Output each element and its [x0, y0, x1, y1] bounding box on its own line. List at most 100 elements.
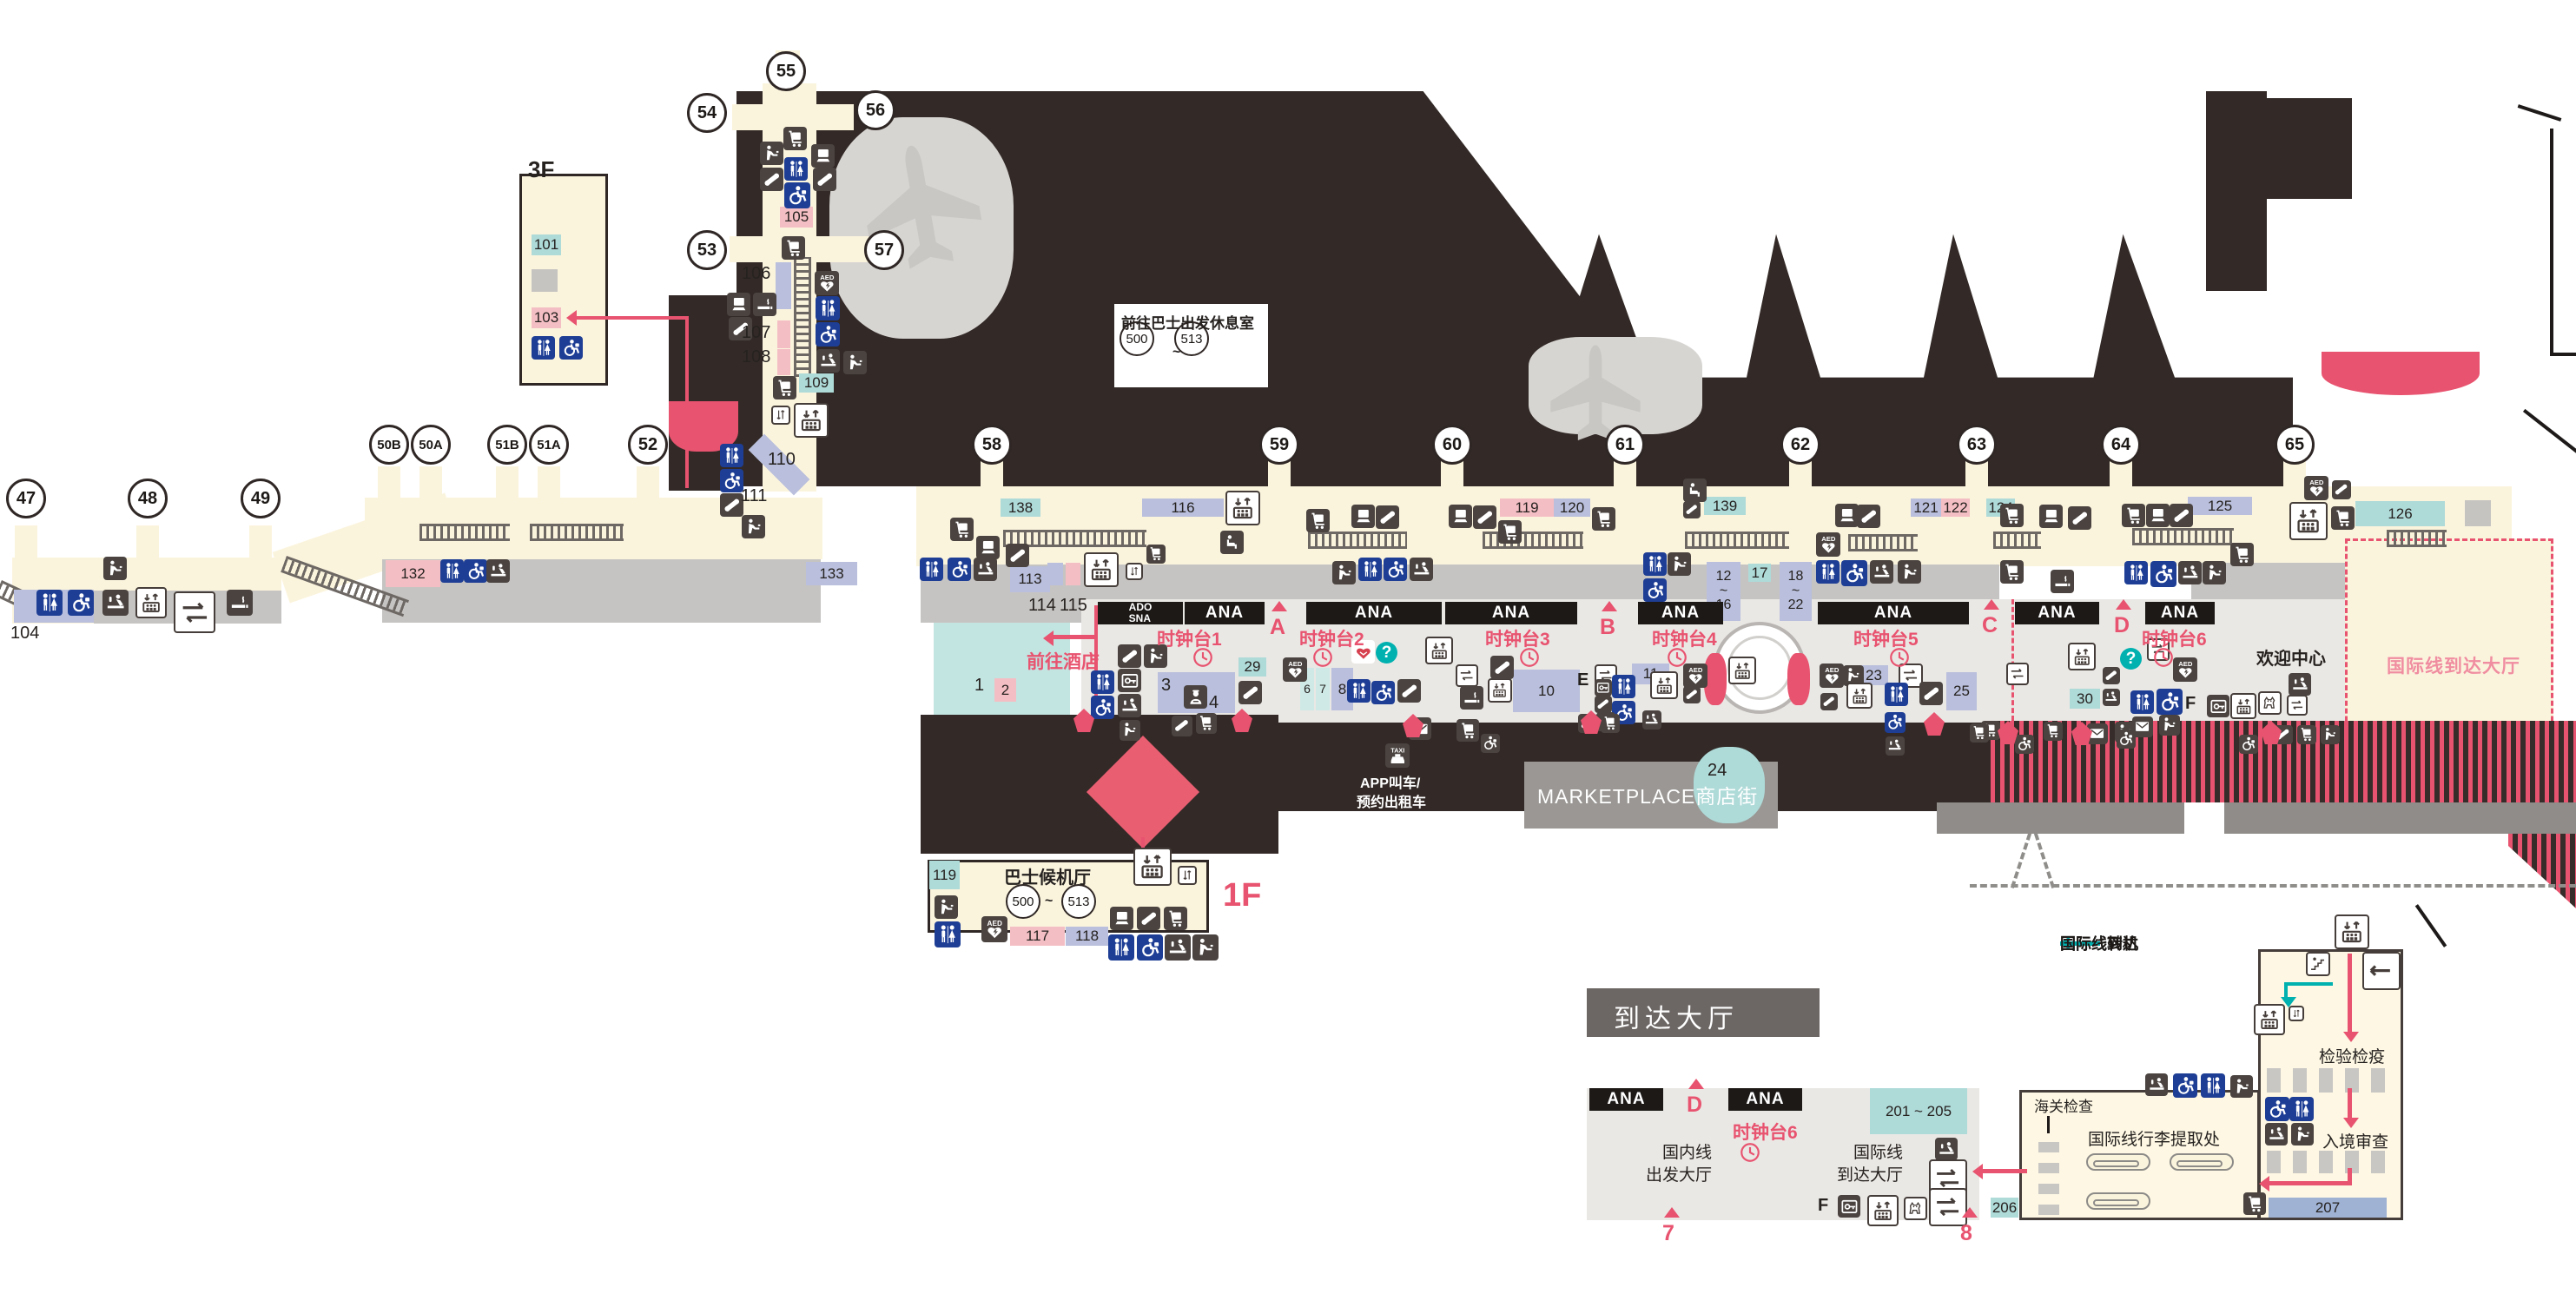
heart-icon	[1351, 640, 1375, 664]
smoke-icon	[2051, 570, 2074, 593]
gate-58: 58	[972, 425, 1012, 465]
room-119: 119	[929, 861, 960, 889]
phone-icon	[1118, 644, 1141, 668]
room-17: 17	[1748, 564, 1771, 582]
label-1: 1	[974, 676, 985, 695]
taxi-icon	[1385, 743, 1410, 768]
moving-walkway	[1993, 531, 2041, 549]
cart-icon	[783, 127, 807, 150]
fount-icon	[1144, 644, 1167, 668]
pc-icon	[811, 144, 835, 168]
seat-icon	[1683, 479, 1707, 502]
clock-icon	[1739, 1141, 1761, 1164]
wheel-icon	[2117, 730, 2136, 749]
moving-walkway	[1685, 531, 1789, 549]
toilet-icon	[440, 559, 464, 583]
cart-icon	[950, 518, 974, 541]
wheel-icon	[1384, 558, 1407, 581]
phone-icon	[2170, 504, 2193, 527]
seat-icon	[1220, 531, 1244, 554]
key-icon	[1118, 669, 1141, 692]
moving-walkway	[2132, 528, 2234, 545]
counter-bar-ANA: ANA	[2145, 602, 2215, 624]
counter-bar-ADOSNA: ADO SNA	[1098, 602, 1183, 624]
aed-icon	[2173, 657, 2197, 682]
room-206: 206	[1991, 1198, 2018, 1218]
room-114	[1047, 563, 1063, 585]
elev-icon	[1425, 637, 1453, 664]
shape-boothH	[2267, 1151, 2397, 1173]
shape-pl	[1982, 1169, 2027, 1173]
phone-icon	[1006, 544, 1029, 567]
clock-tower-label: 时钟台4	[1652, 630, 1717, 650]
aed-icon	[2304, 476, 2328, 500]
route-arrowhead	[2259, 1176, 2269, 1192]
shape-oline	[2522, 408, 2576, 464]
cart-icon	[782, 236, 805, 260]
label-国际线行李提取处: 国际线行李提取处	[2088, 1131, 2221, 1149]
phone-icon	[1376, 505, 1399, 529]
label-MARKETPLAC: MARKETPLACE商店街	[1537, 785, 1759, 808]
clock-tower-label: 时钟台3	[1485, 630, 1550, 650]
cart-icon	[1592, 507, 1615, 531]
label-111: 111	[741, 486, 768, 505]
counter-bar-ANA: ANA	[1818, 602, 1969, 624]
cart-icon	[2000, 504, 2024, 527]
baby-icon	[486, 559, 510, 583]
updown-icon	[1126, 563, 1143, 580]
label-3F: 3F	[528, 156, 555, 182]
baby-icon	[1642, 710, 1661, 730]
shape-pl	[1054, 635, 1095, 639]
wheel-icon	[784, 182, 810, 208]
room-18~22: 18 ~ 22	[1780, 562, 1812, 621]
gate-stub	[378, 466, 400, 499]
wheel-icon	[1643, 578, 1667, 602]
pc-icon	[1110, 907, 1133, 930]
baby-icon	[1118, 694, 1141, 717]
toilet-icon	[720, 444, 743, 467]
key-icon	[1838, 1195, 1860, 1218]
fount-icon	[103, 557, 127, 580]
cart-icon	[1164, 907, 1187, 930]
pc-icon	[727, 293, 750, 316]
shape-pl	[1094, 605, 1098, 715]
clock-tower-label: 时钟台6	[1733, 1123, 1798, 1143]
wheel-icon	[1371, 681, 1395, 704]
room-119: 119	[1500, 498, 1554, 517]
shape-pl	[2348, 1168, 2352, 1185]
gate-49: 49	[241, 479, 281, 518]
gate-stub	[419, 466, 442, 499]
walk-icon	[2287, 695, 2308, 716]
mail-icon	[2132, 716, 2153, 737]
wheel-icon	[464, 559, 487, 583]
shape-dashgh	[1970, 884, 2576, 888]
shape-dashgv	[2033, 832, 2056, 889]
counter-bar-ANA: ANA	[1638, 602, 1723, 624]
label-E: E	[1577, 670, 1589, 690]
bus-gate-513: 513	[1174, 321, 1209, 356]
elev-icon	[1225, 491, 1260, 525]
phone-icon	[1238, 681, 1262, 704]
gate-52: 52	[628, 425, 668, 465]
teal-arrow-line	[2060, 941, 2100, 946]
baby-icon	[1886, 736, 1905, 756]
dog-icon	[2258, 691, 2282, 715]
toilet-icon	[1612, 675, 1635, 698]
room-29: 29	[1238, 657, 1266, 677]
label-到达大厅: 到达大厅	[1614, 1005, 1739, 1033]
baby-icon	[2145, 1073, 2168, 1096]
phone-icon	[1473, 505, 1496, 529]
fount-icon	[2159, 715, 2180, 736]
elev-icon	[1846, 683, 1873, 709]
shape-oline	[2517, 104, 2562, 122]
marker-letter-D: D	[1687, 1093, 1703, 1117]
marker-triangle-C	[1984, 599, 1999, 610]
label-110: 110	[768, 450, 796, 469]
phone-icon	[720, 493, 743, 517]
key-icon	[1595, 679, 1612, 697]
baby-icon	[1870, 560, 1893, 584]
room-116: 116	[1142, 498, 1224, 517]
shape-dashgv	[2010, 832, 2032, 889]
label-~: ~	[1045, 894, 1054, 908]
label-国际线: 国际线	[1853, 1144, 1904, 1162]
